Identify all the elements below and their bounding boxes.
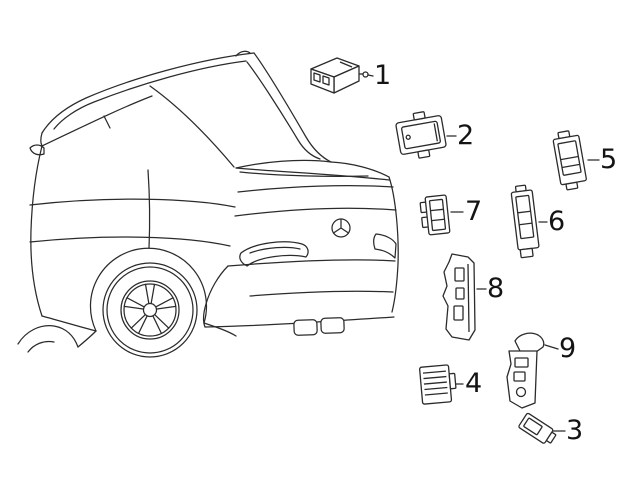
part-5-illustration[interactable]: [552, 129, 588, 191]
mercedes-star-icon: [331, 218, 351, 238]
car-illustration: [17, 50, 399, 358]
part-7-illustration[interactable]: [419, 194, 451, 236]
callout-label-8[interactable]: 8: [487, 273, 505, 304]
part-6-illustration[interactable]: [510, 184, 541, 259]
part-1-illustration[interactable]: [310, 57, 369, 94]
callout-label-2[interactable]: 2: [457, 120, 475, 151]
part-3-illustration[interactable]: [518, 412, 557, 447]
leader-lines: [367, 74, 600, 432]
part-9-illustration[interactable]: [506, 332, 545, 409]
leader-line-1: [367, 74, 374, 77]
callout-label-1[interactable]: 1: [374, 60, 392, 91]
leader-line-9: [544, 344, 559, 350]
callout-label-4[interactable]: 4: [465, 368, 483, 399]
callout-label-3[interactable]: 3: [566, 415, 584, 446]
callout-label-7[interactable]: 7: [465, 196, 483, 227]
callout-label-5[interactable]: 5: [600, 144, 618, 175]
part-2-illustration[interactable]: [394, 109, 447, 161]
part-8-illustration[interactable]: [442, 253, 476, 341]
part-4-illustration[interactable]: [419, 364, 457, 405]
callout-label-9[interactable]: 9: [559, 333, 577, 364]
callout-label-6[interactable]: 6: [548, 206, 566, 237]
